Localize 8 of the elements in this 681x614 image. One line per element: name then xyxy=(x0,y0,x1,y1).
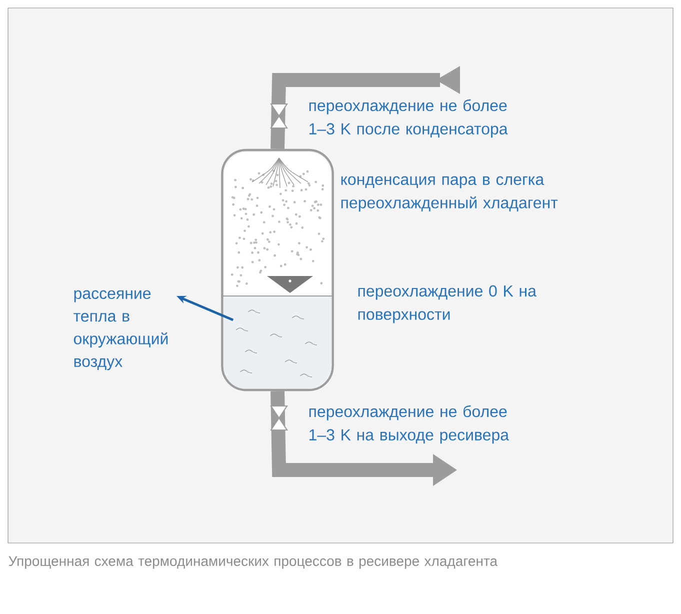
pipe-arrow xyxy=(270,390,457,486)
annotation-text: переохлаждение не более 1–3 K после конденсатора xyxy=(309,99,508,138)
caption: Упрощенная схема термодинамических процессов в ресивере хладагента xyxy=(8,556,498,569)
annotation-text: переохлаждение не более 1–3 K на выходе ресивера xyxy=(309,405,510,444)
pipe-arrow xyxy=(270,66,460,150)
text-label: рассеяние тепла в окружающий воздух xyxy=(74,290,168,370)
annotation-text: конденсация пара в слегка переохлажденный хладагент xyxy=(341,176,558,212)
annotation-text: переохлаждение 0 K на поверхности xyxy=(358,285,536,324)
